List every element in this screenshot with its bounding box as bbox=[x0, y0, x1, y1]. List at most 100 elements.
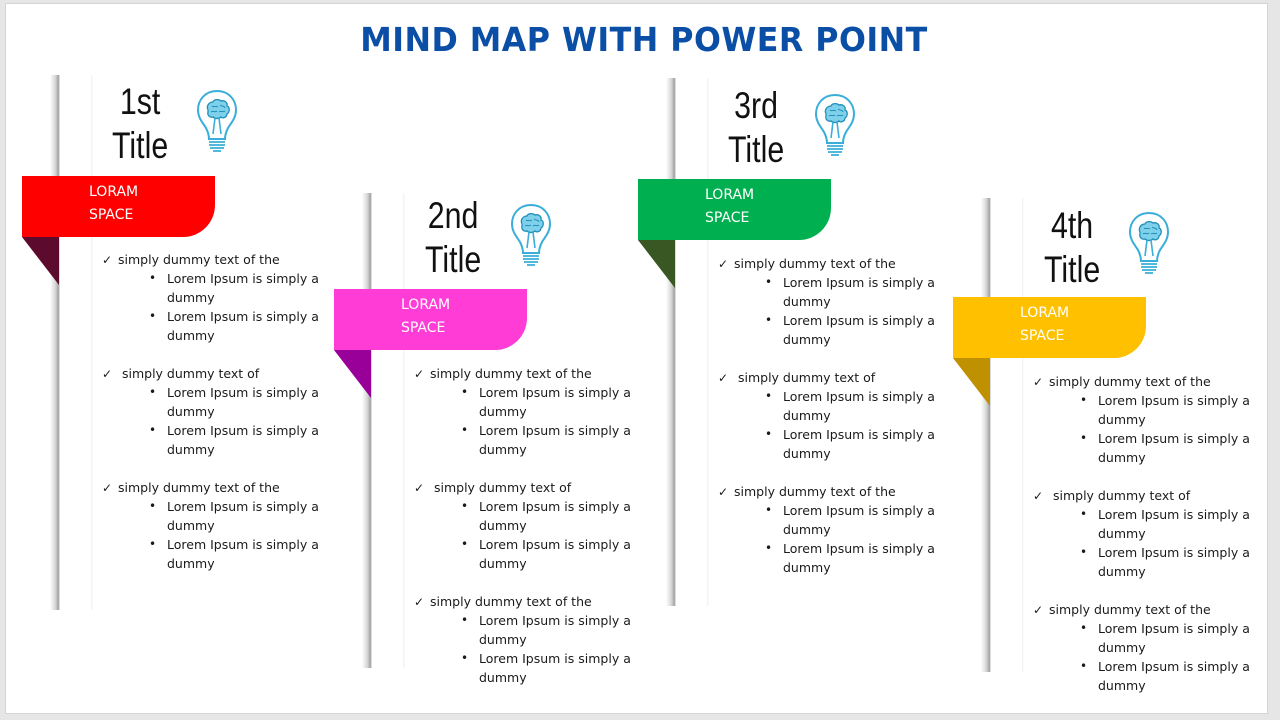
list-heading: ✓ simply dummy text of the bbox=[718, 482, 943, 501]
bullet-icon: • bbox=[765, 541, 773, 555]
list-item-text: Lorem Ipsum is simply a dummy bbox=[783, 389, 935, 423]
list-item-text: Lorem Ipsum is simply a dummy bbox=[167, 271, 319, 305]
list-item-text: Lorem Ipsum is simply a dummy bbox=[1098, 393, 1250, 427]
ribbon-line-2: SPACE bbox=[705, 210, 750, 226]
list-item-text: Lorem Ipsum is simply a dummy bbox=[479, 537, 631, 571]
list-item: •Lorem Ipsum is simply a dummy bbox=[1033, 505, 1258, 543]
list-item: •Lorem Ipsum is simply a dummy bbox=[102, 421, 327, 459]
list-item-text: Lorem Ipsum is simply a dummy bbox=[783, 313, 935, 347]
panel-shadow bbox=[981, 198, 991, 672]
bullet-list: ✓ simply dummy text of the • Lorem Ipsum is… bbox=[1033, 372, 1258, 714]
list-item-text: Lorem Ipsum is simply a dummy bbox=[167, 385, 319, 419]
list-item: • Lorem Ipsum is simply a dummy bbox=[1033, 543, 1258, 581]
list-heading: ✓simply dummy text of the bbox=[414, 592, 639, 611]
bullet-icon: • bbox=[765, 503, 773, 517]
panel-shadow bbox=[362, 193, 372, 668]
list-heading-text: simply dummy text of bbox=[430, 480, 572, 495]
bullet-icon: • bbox=[461, 385, 469, 399]
checkmark-icon: ✓ bbox=[1033, 489, 1044, 503]
list-item-text: Lorem Ipsum is simply a dummy bbox=[479, 613, 631, 647]
ribbon-line-2: SPACE bbox=[401, 320, 446, 336]
checkmark-icon: ✓ bbox=[102, 253, 113, 267]
list-heading-text: simply dummy text of bbox=[734, 370, 876, 385]
column-title: 1st Title bbox=[112, 80, 168, 168]
ribbon-line-1: LORAM bbox=[89, 184, 139, 200]
panel-divider bbox=[707, 78, 709, 606]
list-item: • Lorem Ipsum is simply a dummy bbox=[718, 425, 943, 463]
list-group: ✓simply dummy text of the•Lorem Ipsum is… bbox=[1033, 372, 1258, 467]
list-heading-text: simply dummy text of the bbox=[734, 484, 896, 499]
lightbulb-brain-icon bbox=[814, 93, 856, 156]
list-heading-text: simply dummy text of bbox=[1049, 488, 1191, 503]
list-group: ✓ simply dummy text of•Lorem Ipsum is si… bbox=[102, 364, 327, 459]
list-item-text: Lorem Ipsum is simply a dummy bbox=[783, 427, 935, 461]
list-item: •Lorem Ipsum is simply a dummy bbox=[102, 383, 327, 421]
bullet-icon: • bbox=[765, 275, 773, 289]
bullet-icon: • bbox=[1080, 659, 1088, 673]
ribbon-fold bbox=[638, 240, 675, 288]
ribbon-line-2: SPACE bbox=[89, 207, 134, 223]
list-item: • Lorem Ipsum is simply a dummy bbox=[102, 307, 327, 345]
list-item: •Lorem Ipsum is simply a dummy bbox=[414, 649, 639, 687]
ribbon-label: LORAM SPACE bbox=[953, 297, 1146, 358]
ribbon-line-2: SPACE bbox=[1020, 328, 1065, 344]
column-title-text: Title bbox=[112, 125, 169, 166]
column-number: 1st bbox=[119, 81, 161, 122]
list-heading-text: simply dummy text of the bbox=[1049, 374, 1211, 389]
column-title: 2nd Title bbox=[425, 194, 481, 282]
ribbon-fold bbox=[334, 350, 371, 398]
list-heading: ✓ simply dummy text of bbox=[1033, 486, 1258, 505]
checkmark-icon: ✓ bbox=[1033, 375, 1044, 389]
column-number: 2nd bbox=[427, 195, 479, 236]
bullet-icon: • bbox=[1080, 545, 1088, 559]
bullet-icon: • bbox=[149, 309, 157, 323]
list-group: ✓ simply dummy text of•Lorem Ipsum is si… bbox=[414, 478, 639, 573]
list-item-text: Lorem Ipsum is simply a dummy bbox=[1098, 507, 1250, 541]
list-item: • Lorem Ipsum is simply a dummy bbox=[718, 311, 943, 349]
bullet-icon: • bbox=[461, 613, 469, 627]
checkmark-icon: ✓ bbox=[1033, 603, 1044, 617]
bullet-icon: • bbox=[765, 313, 773, 327]
list-heading: ✓simply dummy text of the bbox=[414, 364, 639, 383]
bullet-icon: • bbox=[149, 499, 157, 513]
page-title: MIND MAP WITH POWER POINT bbox=[360, 20, 928, 59]
bullet-icon: • bbox=[765, 389, 773, 403]
panel-divider bbox=[1022, 198, 1024, 672]
list-item-text: Lorem Ipsum is simply a dummy bbox=[1098, 545, 1250, 579]
checkmark-icon: ✓ bbox=[102, 367, 113, 381]
ribbon-fold bbox=[953, 358, 990, 406]
list-group: ✓simply dummy text of the•Lorem Ipsum is… bbox=[414, 364, 639, 459]
bullet-icon: • bbox=[1080, 621, 1088, 635]
list-heading-text: simply dummy text of the bbox=[118, 480, 280, 495]
list-item: •Lorem Ipsum is simply a dummy bbox=[718, 273, 943, 311]
column-number: 3rd bbox=[734, 85, 779, 126]
column-title: 3rd Title bbox=[728, 84, 784, 172]
panel-shadow bbox=[50, 75, 60, 610]
list-item: •Lorem Ipsum is simply a dummy bbox=[414, 535, 639, 573]
checkmark-icon: ✓ bbox=[718, 485, 729, 499]
list-heading: ✓ simply dummy text of the bbox=[1033, 600, 1258, 619]
list-item: • Lorem Ipsum is simply a dummy bbox=[718, 387, 943, 425]
panel-divider bbox=[91, 75, 93, 610]
list-heading-text: simply dummy text of the bbox=[1049, 602, 1211, 617]
bullet-icon: • bbox=[765, 427, 773, 441]
list-heading: ✓ simply dummy text of bbox=[414, 478, 639, 497]
ribbon-label: LORAM SPACE bbox=[22, 176, 215, 237]
list-heading: ✓simply dummy text of the bbox=[102, 478, 327, 497]
list-item: • Lorem Ipsum is simply a dummy bbox=[718, 539, 943, 577]
list-item-text: Lorem Ipsum is simply a dummy bbox=[1098, 659, 1250, 693]
checkmark-icon: ✓ bbox=[718, 257, 729, 271]
column-title: 4th Title bbox=[1044, 204, 1100, 292]
list-item: • Lorem Ipsum is simply a dummy bbox=[718, 501, 943, 539]
list-item-text: Lorem Ipsum is simply a dummy bbox=[167, 309, 319, 343]
list-heading: ✓ simply dummy text of the bbox=[1033, 372, 1258, 391]
list-item-text: Lorem Ipsum is simply a dummy bbox=[783, 541, 935, 575]
column-title-text: Title bbox=[1044, 249, 1101, 290]
list-item-text: Lorem Ipsum is simply a dummy bbox=[783, 503, 935, 537]
list-item: •Lorem Ipsum is simply a dummy bbox=[414, 497, 639, 535]
list-group: ✓simply dummy text of the•Lorem Ipsum is… bbox=[414, 592, 639, 687]
list-item-text: Lorem Ipsum is simply a dummy bbox=[1098, 621, 1250, 655]
panel-shadow bbox=[666, 78, 676, 606]
list-item: •Lorem Ipsum is simply a dummy bbox=[102, 497, 327, 535]
list-heading-text: simply dummy text of the bbox=[118, 252, 280, 267]
